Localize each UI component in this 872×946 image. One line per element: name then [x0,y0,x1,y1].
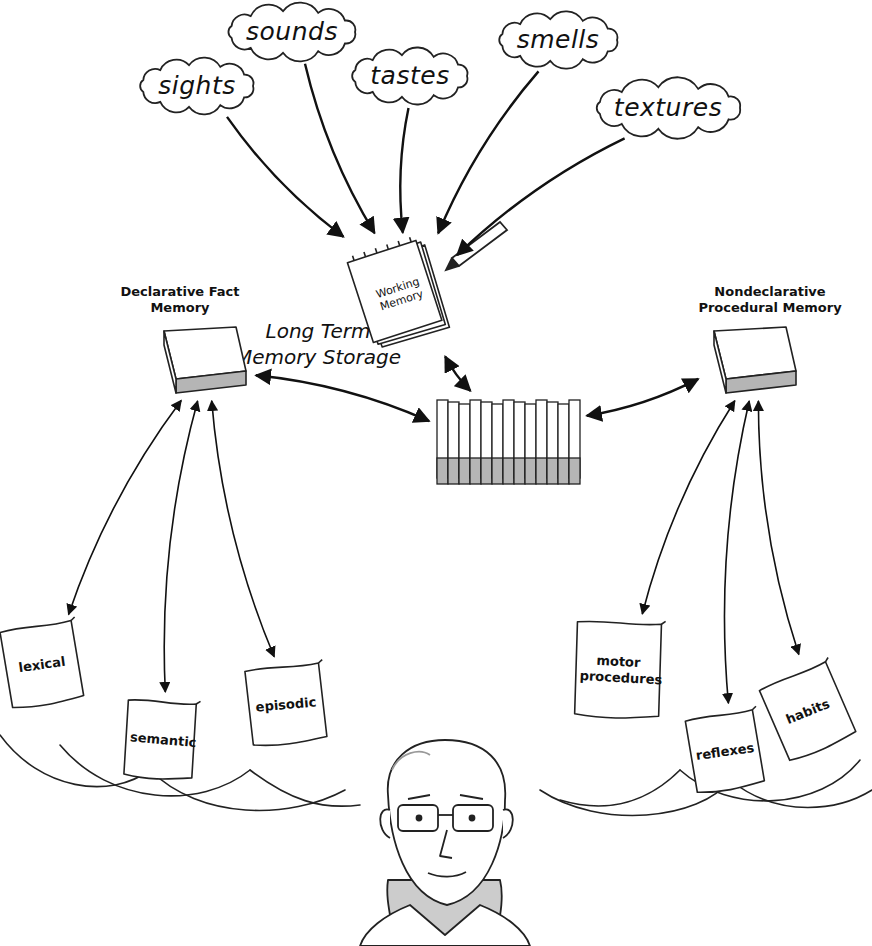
book-row [433,394,583,490]
memory-arrow [69,401,182,615]
page-label: motor procedures [579,652,657,687]
sense-cloud: sights [133,58,261,114]
cloud-label: sights [158,72,236,100]
sense-cloud: smells [492,12,625,68]
sense-cloud: tastes [345,48,475,104]
cloud-label: textures [614,94,722,122]
memory-arrow [724,401,749,703]
memory-arrow [642,401,735,614]
pencil [446,222,507,270]
memory-page: motor procedures [570,618,665,723]
storage-heading: Long Term Memory Storage [228,318,408,370]
memory-book-group: Declarative Fact Memory [100,284,260,406]
face-drawing [360,740,530,946]
memory-arrow [445,357,470,391]
cloud-label: smells [517,26,600,54]
book-heading: Nondeclarative Procedural Memory [680,284,860,317]
memory-page: semantic [120,696,201,784]
memory-arrow [400,108,408,233]
book-icon [702,325,802,397]
memory-page: habits [756,658,860,765]
memory-book-group: Nondeclarative Procedural Memory [672,284,868,406]
sense-cloud: sounds [221,4,363,60]
memory-page: reflexes [683,707,767,797]
cloud-label: tastes [370,62,449,90]
book-heading: Declarative Fact Memory [115,284,245,317]
memory-arrow [457,138,624,255]
cloud-label: sounds [246,18,338,46]
memory-page: episodic [243,661,330,750]
memory-arrow [758,401,798,655]
memory-arrow [212,401,275,657]
long-term-storage: Long Term Memory Storage [228,318,583,490]
memory-arrow [256,375,429,421]
sense-cloud: textures [589,80,748,136]
memory-arrow [164,401,197,692]
memory-page: lexical [0,618,86,712]
memory-arrow [587,379,698,416]
book-icon [152,325,252,397]
